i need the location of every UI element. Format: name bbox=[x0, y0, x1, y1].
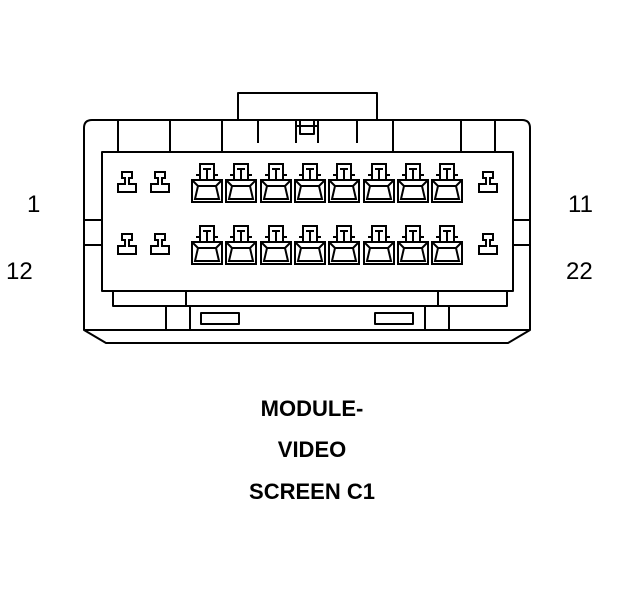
large-terminal-r2-7 bbox=[397, 225, 429, 265]
small-terminal-r1-right-1 bbox=[478, 171, 498, 193]
connector-latch bbox=[237, 92, 378, 120]
large-terminal-r2-1 bbox=[191, 225, 223, 265]
large-terminal-r1-7 bbox=[397, 163, 429, 203]
terminal-cavities bbox=[117, 163, 498, 265]
large-terminal-r2-4 bbox=[294, 225, 326, 265]
small-terminal-r1-left-2 bbox=[150, 171, 170, 193]
large-terminal-r1-8 bbox=[431, 163, 463, 203]
large-terminal-r1-3 bbox=[260, 163, 292, 203]
connector-face bbox=[101, 151, 514, 292]
small-terminal-r2-left-2 bbox=[150, 233, 170, 255]
title-line-1: MODULE- bbox=[260, 396, 364, 421]
large-terminal-r2-3 bbox=[260, 225, 292, 265]
title-line-3: SCREEN C1 bbox=[249, 479, 375, 504]
large-terminal-r2-2 bbox=[225, 225, 257, 265]
pin-label-12: 12 bbox=[6, 258, 33, 285]
large-terminal-r2-6 bbox=[363, 225, 395, 265]
large-terminal-r2-5 bbox=[328, 225, 360, 265]
large-terminal-r1-5 bbox=[328, 163, 360, 203]
large-terminal-r1-4 bbox=[294, 163, 326, 203]
small-terminal-r1-left-1 bbox=[117, 171, 137, 193]
small-terminal-r2-left-1 bbox=[117, 233, 137, 255]
title-line-2: VIDEO bbox=[277, 437, 347, 462]
pin-label-1: 1 bbox=[27, 191, 41, 218]
large-terminal-r1-2 bbox=[225, 163, 257, 203]
large-terminal-r1-1 bbox=[191, 163, 223, 203]
small-terminal-r2-right-1 bbox=[478, 233, 498, 255]
pin-label-11: 11 bbox=[568, 191, 593, 218]
pin-label-22: 22 bbox=[566, 258, 593, 285]
large-terminal-r2-8 bbox=[431, 225, 463, 265]
connector-housing bbox=[83, 119, 531, 344]
large-terminal-r1-6 bbox=[363, 163, 395, 203]
